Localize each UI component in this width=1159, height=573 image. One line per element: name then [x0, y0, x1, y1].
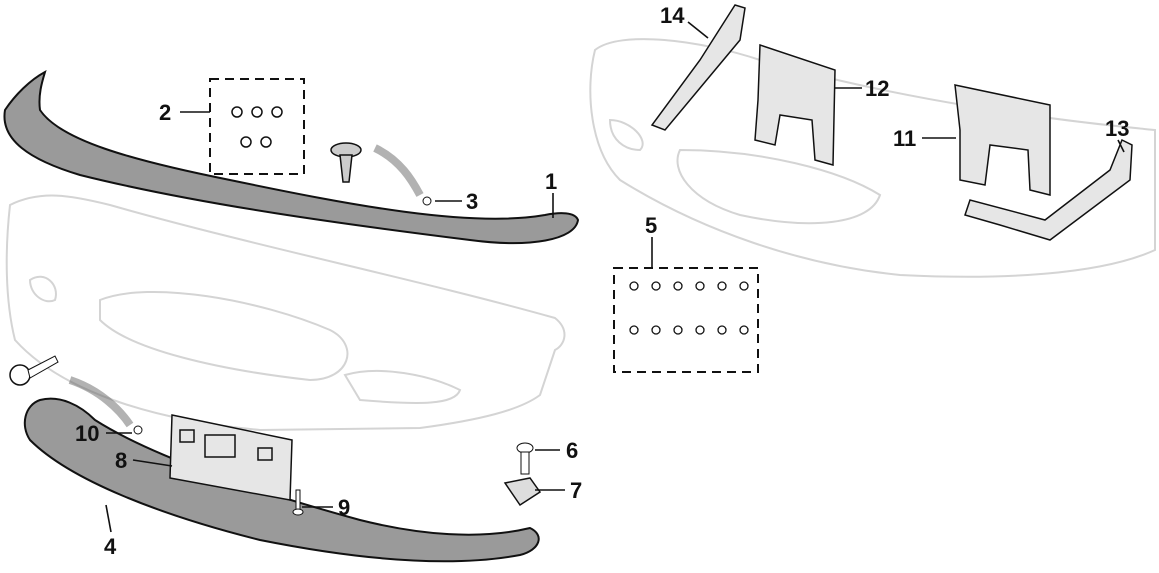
part-11-bracket[interactable] — [954, 84, 1051, 196]
part-2-fasteners[interactable] — [209, 78, 305, 175]
callout-3: 3 — [466, 189, 478, 214]
part-10-bolt[interactable] — [9, 355, 143, 435]
part-7-clip-nut[interactable] — [503, 477, 542, 507]
callout-1: 1 — [545, 169, 557, 194]
part-4-lower-valance[interactable] — [23, 397, 540, 563]
leader-lines — [105, 21, 1125, 533]
callout-9: 9 — [338, 495, 350, 520]
callout-13: 13 — [1105, 116, 1129, 141]
bumper-outline-right — [589, 38, 1156, 278]
part-9-screw[interactable] — [292, 489, 304, 516]
part-14-brace[interactable] — [650, 4, 746, 131]
callout-8: 8 — [115, 448, 127, 473]
part-8-license-bracket[interactable] — [169, 414, 293, 501]
part-1-upper-valance[interactable] — [3, 69, 580, 245]
callout-7: 7 — [570, 478, 582, 503]
callout-14: 14 — [660, 3, 685, 28]
callout-4: 4 — [104, 534, 117, 559]
callout-6: 6 — [566, 438, 578, 463]
part-3-push-pin[interactable] — [330, 142, 432, 206]
part-13-brace[interactable] — [964, 138, 1133, 241]
part-12-bracket[interactable] — [754, 43, 836, 166]
callout-10: 10 — [75, 421, 99, 446]
bumper-outline-left — [5, 194, 566, 432]
part-6-bolt[interactable] — [516, 442, 534, 475]
part-5-fastener-kit[interactable] — [613, 267, 759, 373]
callout-12: 12 — [865, 76, 889, 101]
callout-11: 11 — [893, 126, 916, 151]
callout-2: 2 — [159, 100, 171, 125]
callout-5: 5 — [645, 213, 657, 238]
